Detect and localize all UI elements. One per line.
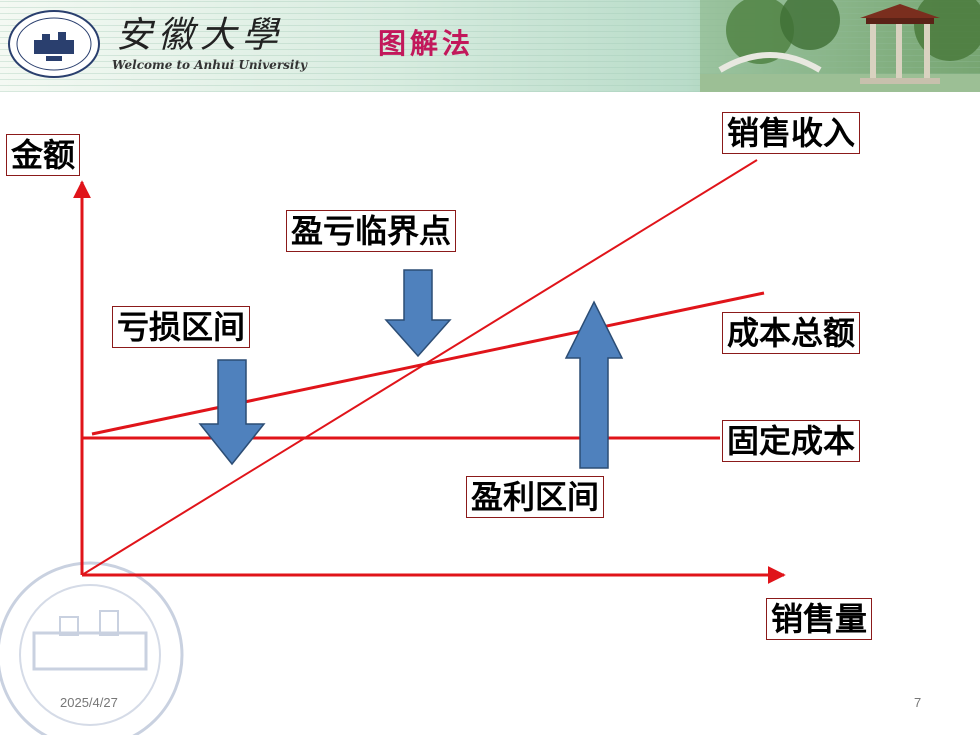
slide-page-number: 7: [914, 695, 922, 710]
header-banner: 安徽大學 Welcome to Anhui University 图解法: [0, 0, 980, 92]
university-name: 安徽大學: [116, 15, 285, 56]
loss-zone-label: 亏损区间: [112, 306, 251, 348]
total-cost-line-label: 成本总额: [722, 312, 861, 354]
method-title: 图解法: [378, 27, 475, 60]
break-even-label: 盈亏临界点: [286, 210, 457, 252]
slide-date: 2025/4/27: [60, 695, 118, 710]
university-seal-icon: [8, 10, 100, 78]
break-even-arrow: [384, 269, 452, 358]
profit-zone-arrow: [564, 300, 624, 469]
profit-zone-label: 盈利区间: [466, 476, 605, 518]
campus-pavilion-scene: [700, 0, 980, 92]
fixed-cost-line-label: 固定成本: [722, 420, 861, 462]
loss-zone-arrow: [198, 359, 266, 466]
revenue-line-label: 销售收入: [722, 112, 861, 154]
seal-watermark-icon: [0, 561, 184, 735]
revenue-line: [81, 159, 758, 576]
x-axis-label: 销售量: [766, 598, 873, 640]
y-axis-label: 金额: [6, 134, 81, 176]
total-cost-line: [91, 291, 765, 436]
university-welcome: Welcome to Anhui University: [112, 58, 307, 72]
